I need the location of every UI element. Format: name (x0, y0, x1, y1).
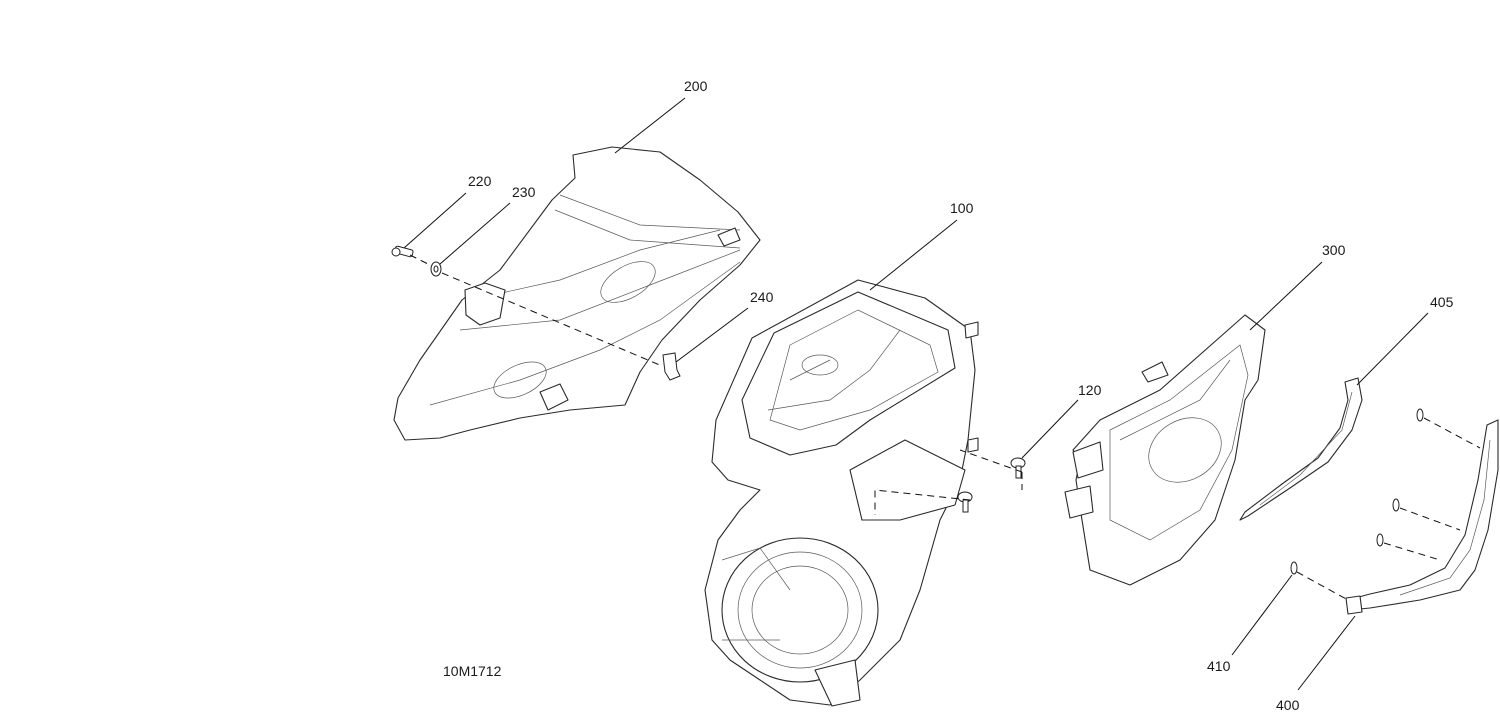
part-220-bolt (391, 245, 414, 258)
part-410-fastener-d (1290, 561, 1298, 575)
assembly-lines (409, 254, 1481, 601)
callout-405: 405 (1430, 294, 1454, 310)
part-230-washer (430, 261, 442, 277)
part-120-screw-a (1010, 457, 1026, 479)
callout-240: 240 (750, 289, 774, 305)
drawing-id: 10M1712 (443, 663, 502, 679)
part-405-trim (1239, 377, 1363, 521)
part-410-fastener-a (1416, 408, 1424, 422)
callout-300: 300 (1322, 242, 1346, 258)
part-240-clip (662, 352, 681, 381)
callout-220: 220 (468, 173, 492, 189)
part-200-cover (393, 146, 761, 441)
callout-200: 200 (684, 78, 708, 94)
part-120-screw-b (957, 491, 973, 513)
part-100-housing (704, 279, 979, 707)
callout-410: 410 (1207, 658, 1231, 674)
leader-lines (403, 97, 1429, 691)
callout-100: 100 (950, 200, 974, 216)
callout-120: 120 (1078, 382, 1102, 398)
part-410-fastener-c (1376, 533, 1384, 547)
part-300-duct (1064, 314, 1266, 586)
callout-400: 400 (1276, 697, 1300, 713)
callout-230: 230 (512, 184, 536, 200)
part-410-fastener-b (1392, 498, 1400, 512)
part-400-trim (1345, 419, 1499, 615)
